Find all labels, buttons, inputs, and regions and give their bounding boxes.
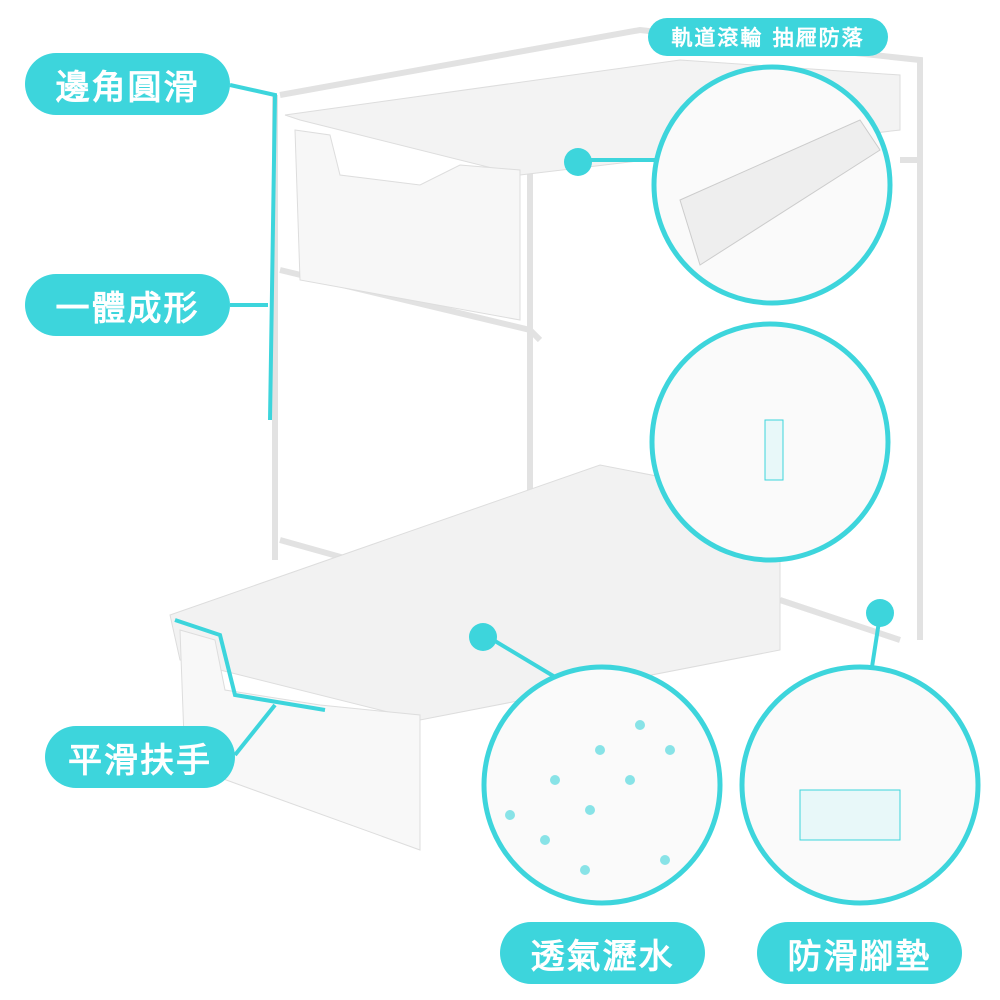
label-anti-slip-pad: 防滑腳墊: [757, 922, 962, 984]
vent-holes: [505, 720, 675, 875]
label-one-piece: 一體成形: [25, 274, 230, 336]
label-ventilated-drain: 透氣瀝水: [500, 922, 705, 984]
label-rounded-corners: 邊角圓滑: [25, 53, 230, 115]
callout-dots: [469, 148, 894, 651]
label-rail-roller: 軌道滾輪 抽屜防落: [648, 18, 888, 56]
label-smooth-handle: 平滑扶手: [45, 726, 235, 788]
hook-detail: [764, 419, 784, 481]
foot-pad-detail: [799, 789, 901, 841]
rail-detail: [679, 119, 881, 266]
